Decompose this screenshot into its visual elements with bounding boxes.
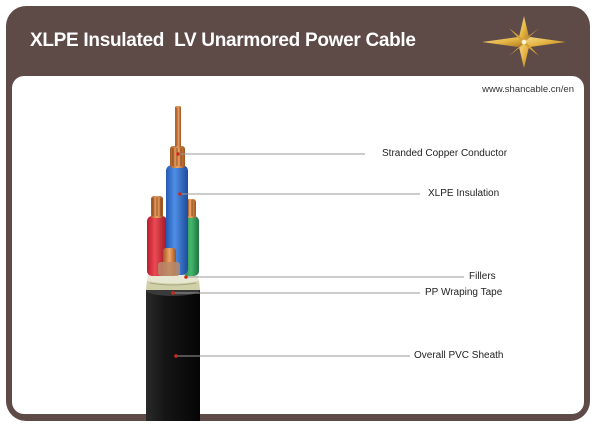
red-core: [147, 196, 167, 276]
callout-tape: PP Wraping Tape: [425, 287, 503, 298]
pp-wrapping-tape: [146, 274, 200, 290]
callout-insulation: XLPE Insulation: [428, 188, 500, 199]
callout-dots: [171, 152, 188, 358]
compass-star-logo: [482, 16, 566, 68]
callout-sheath: Overall PVC Sheath: [414, 350, 504, 361]
callout-fillers: Fillers: [469, 271, 496, 282]
page-title: XLPE Insulated LV Unarmored Power Cable: [30, 30, 416, 51]
content-panel: [12, 76, 584, 414]
callout-conductor: Stranded Copper Conductor: [382, 148, 508, 159]
callout-leaders: [173, 153, 464, 357]
small-copper-bundle: [158, 248, 180, 276]
pvc-sheath: [146, 284, 200, 421]
blue-core: [166, 106, 188, 275]
website-url: www.shancable.cn/en: [482, 84, 574, 95]
